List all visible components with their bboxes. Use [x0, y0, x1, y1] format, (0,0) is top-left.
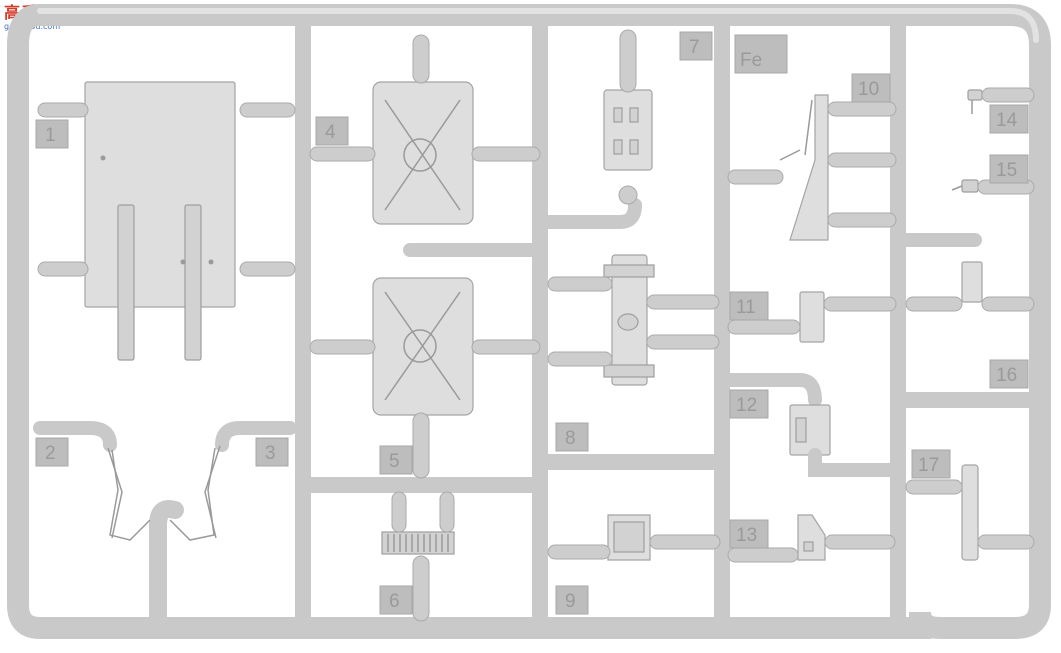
outer-runner [6, 4, 1051, 639]
part-label-6: 6 [389, 591, 400, 612]
part-label-2: 2 [45, 443, 56, 464]
sprue-letter-tag: Fe [734, 34, 788, 74]
part-1-plate [37, 81, 296, 361]
part-7-bracket [603, 29, 653, 205]
part-label-13: 13 [736, 525, 757, 546]
part-9-clamp [547, 514, 721, 561]
part-5-jerry-can [309, 277, 541, 479]
part-6-grille [381, 491, 455, 622]
part-11-fitting [727, 291, 897, 343]
part-label-8: 8 [565, 428, 576, 449]
part-16-fitting [905, 261, 1035, 312]
part-label-12: 12 [736, 395, 757, 416]
part-4-jerry-can [309, 34, 541, 225]
part-label-4: 4 [325, 122, 336, 143]
part-label-10: 10 [858, 79, 879, 100]
part-label-16: 16 [996, 365, 1017, 386]
part-8-hinge [547, 254, 720, 386]
part-3-frame [169, 445, 221, 541]
part-label-15: 15 [996, 160, 1017, 181]
part-label-3: 3 [265, 443, 276, 464]
part-number-tags: 1 2 3 4 5 6 7 8 9 10 11 12 13 14 15 16 1… [35, 31, 1029, 615]
part-10-bracket [727, 94, 897, 241]
part-14-pin [967, 87, 1035, 114]
part-2-frame [107, 447, 151, 541]
part-12-box [789, 404, 903, 477]
part-label-11: 11 [736, 297, 756, 318]
inner-runners [33, 17, 1048, 629]
part-label-7: 7 [689, 37, 700, 58]
part-label-9: 9 [565, 591, 576, 612]
part-label-14: 14 [996, 110, 1018, 131]
part-label-1: 1 [45, 125, 56, 146]
part-label-17: 17 [918, 455, 939, 476]
sprue-letter: Fe [740, 50, 762, 71]
part-label-5: 5 [389, 451, 400, 472]
part-17-rod [905, 464, 1035, 561]
